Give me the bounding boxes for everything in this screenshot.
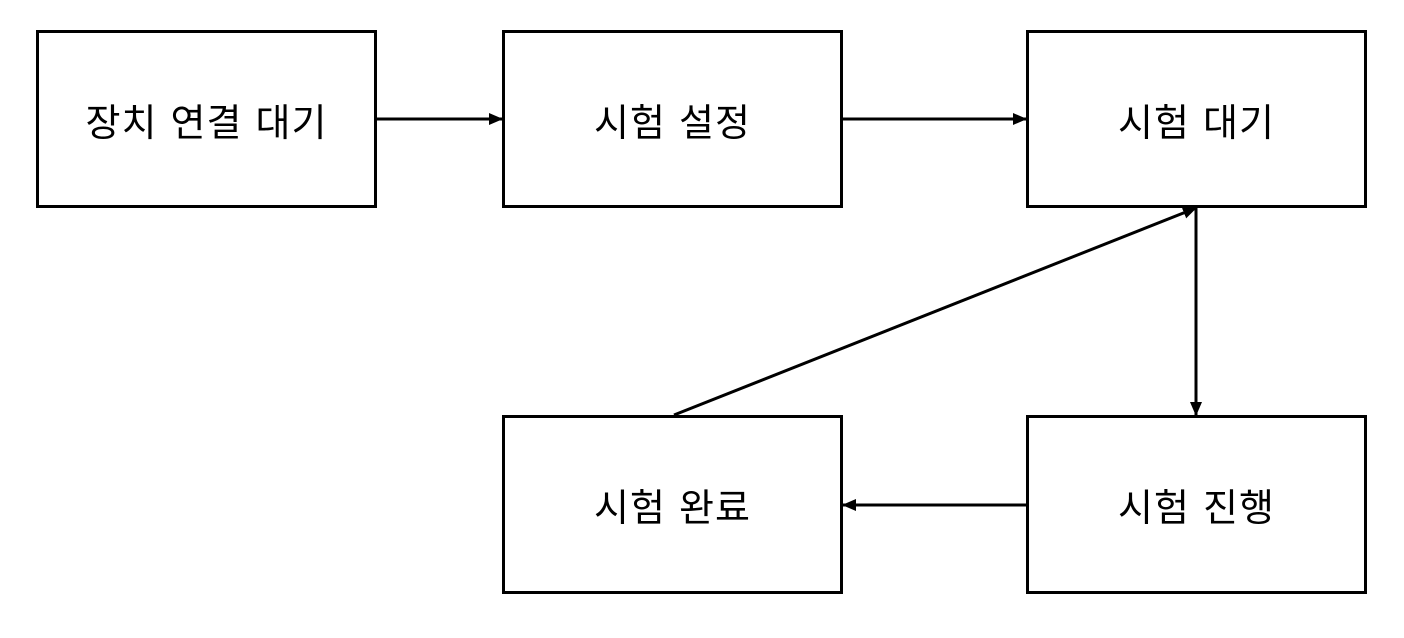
node-label: 시험 완료 bbox=[594, 486, 751, 530]
edge-done-to-wait bbox=[673, 206, 1197, 417]
node-label: 시험 진행 bbox=[1118, 486, 1275, 530]
node-test-setup: 시험 설정 bbox=[502, 30, 843, 208]
node-label: 장치 연결 대기 bbox=[85, 100, 328, 145]
node-test-wait: 시험 대기 bbox=[1026, 30, 1367, 208]
node-device-connection-wait: 장치 연결 대기 bbox=[36, 30, 377, 208]
node-label: 시험 설정 bbox=[594, 100, 751, 145]
node-test-in-progress: 시험 진행 bbox=[1026, 415, 1367, 594]
node-label: 시험 대기 bbox=[1118, 100, 1275, 145]
node-test-complete: 시험 완료 bbox=[502, 415, 843, 594]
